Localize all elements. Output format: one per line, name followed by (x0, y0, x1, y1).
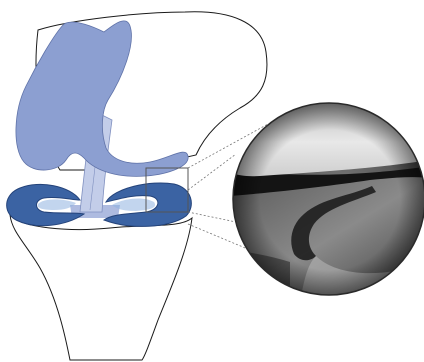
tibia-outline (10, 215, 192, 360)
lateral-meniscus-highlight (38, 199, 76, 210)
leader-line-lower (188, 212, 236, 222)
leader-line-mid (188, 154, 236, 190)
arthroscopic-view (230, 100, 424, 300)
